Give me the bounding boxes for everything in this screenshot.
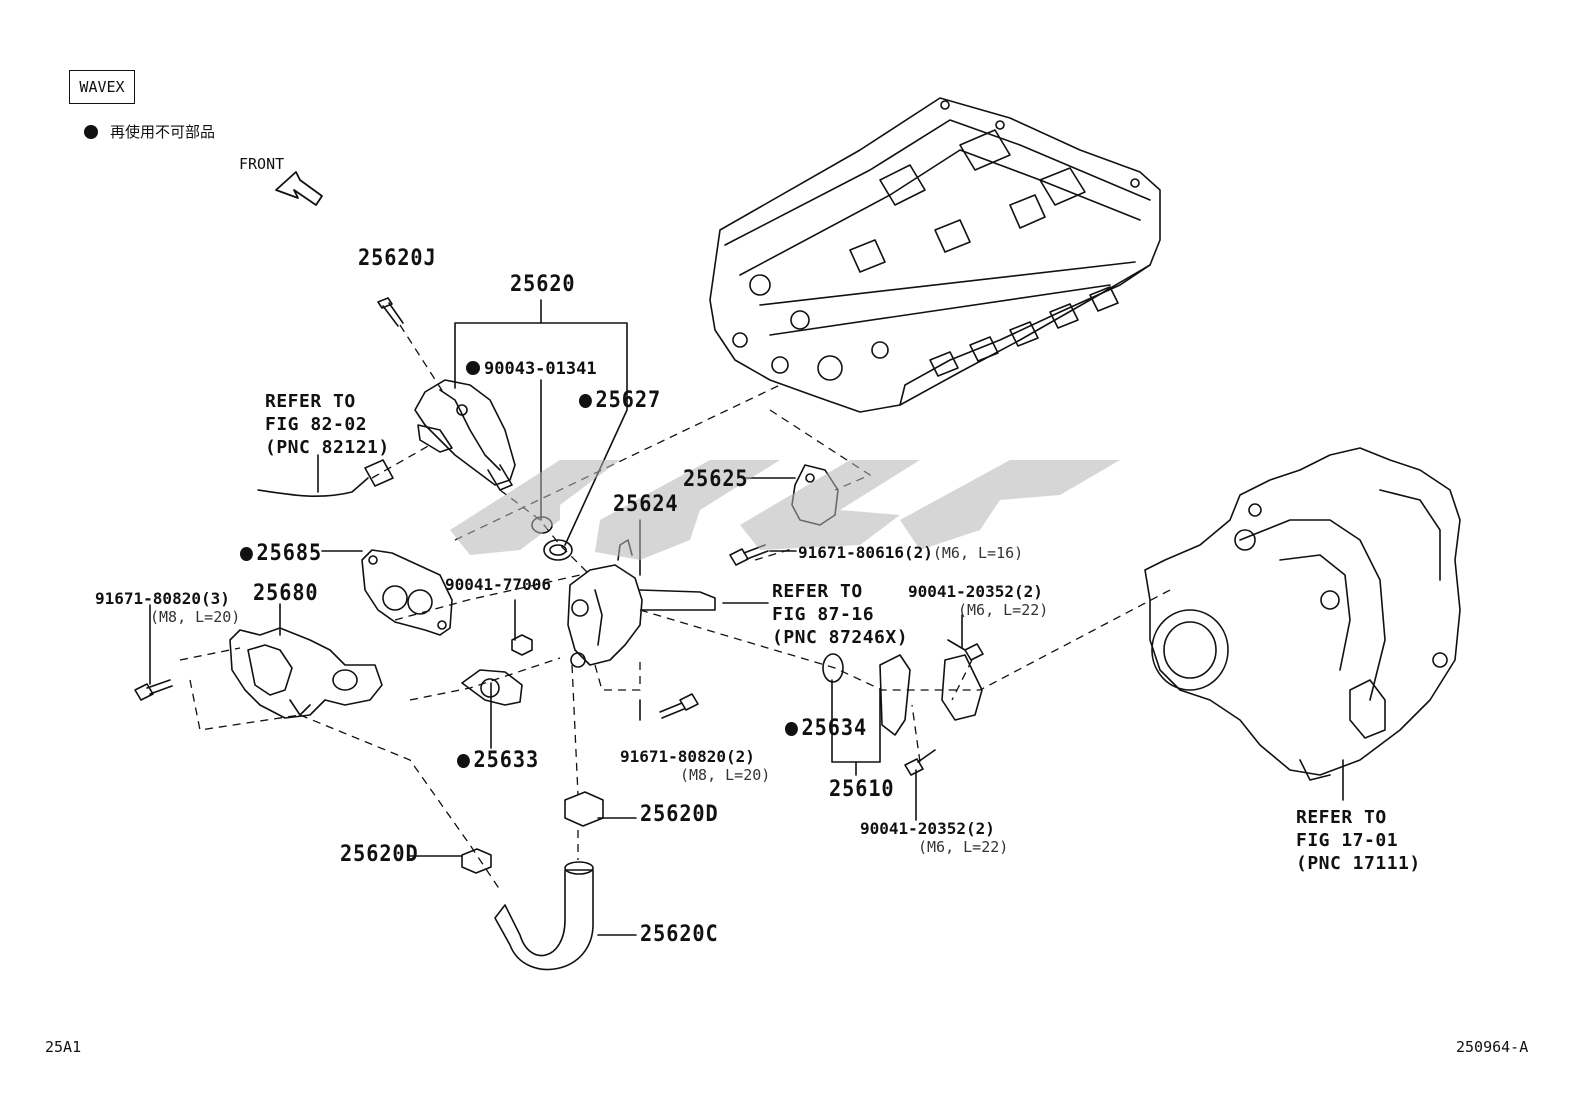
part-label-90041-20352-bottom[interactable]: 90041-20352(2) <box>860 819 995 838</box>
reference-fig-82-02[interactable]: REFER TO FIG 82-02 (PNC 82121) <box>265 390 390 459</box>
part-label-90041-20352-top[interactable]: 90041-20352(2) <box>908 582 1043 601</box>
reference-fig-17-01[interactable]: REFER TO FIG 17-01 (PNC 17111) <box>1296 806 1421 875</box>
part-label-25627[interactable]: 25627 <box>579 390 661 412</box>
intake-manifold-illustration <box>1144 447 1461 781</box>
part-number: 90043-01341 <box>484 359 597 379</box>
bolt-spec-m8-l20: (M8, L=20) <box>150 608 241 626</box>
reference-line: (PNC 17111) <box>1296 853 1421 874</box>
part-label-90041-77006[interactable]: 90041-77006 <box>445 575 551 594</box>
part-label-25624[interactable]: 25624 <box>613 492 679 517</box>
nut-illustration <box>511 634 533 656</box>
front-label: FRONT <box>239 155 285 173</box>
part-number: 91671-80616(2) <box>798 543 933 562</box>
part-label-25620[interactable]: 25620 <box>510 272 576 297</box>
non-reusable-dot-icon <box>785 722 798 736</box>
reference-line: (PNC 82121) <box>265 437 390 458</box>
non-reusable-dot-icon <box>84 124 98 139</box>
legend-text: 再使用不可部品 <box>110 123 216 141</box>
part-number: 25627 <box>595 388 662 413</box>
part-label-25610[interactable]: 25610 <box>829 777 895 802</box>
reference-line: FIG 17-01 <box>1296 830 1399 851</box>
reference-line: (PNC 87246X) <box>772 627 909 648</box>
part-label-25633[interactable]: 25633 <box>457 750 539 772</box>
part-label-25680[interactable]: 25680 <box>253 581 319 606</box>
hose-25620C-illustration <box>494 869 594 971</box>
bolt-25620J-illustration <box>377 297 404 327</box>
non-reusable-dot-icon <box>466 361 480 375</box>
part-label-25620D-lower[interactable]: 25620D <box>340 842 419 867</box>
non-reusable-dot-icon <box>240 547 253 561</box>
part-label-90043-01341[interactable]: 90043-01341 <box>466 361 597 378</box>
reference-line: FIG 82-02 <box>265 414 368 435</box>
front-arrow-icon <box>275 171 323 206</box>
part-number: 25685 <box>256 541 323 566</box>
model-code-box: WAVEX <box>69 70 135 104</box>
wire-harness-illustration <box>257 477 369 497</box>
part-label-91671-80820-3[interactable]: 91671-80820(3) <box>95 589 230 608</box>
part-number: 25633 <box>473 748 540 773</box>
part-number: 25634 <box>801 716 868 741</box>
egr-valve-illustration <box>414 379 516 491</box>
reference-line: REFER TO <box>265 391 356 412</box>
gasket-25685-illustration <box>361 549 453 636</box>
part-label-25620C[interactable]: 25620C <box>640 922 719 947</box>
reference-line: FIG 87-16 <box>772 604 875 625</box>
part-label-25620J[interactable]: 25620J <box>358 246 437 271</box>
part-label-91671-80616[interactable]: 91671-80616(2)(M6, L=16) <box>798 545 1023 561</box>
reference-line: REFER TO <box>772 581 863 602</box>
part-label-25625[interactable]: 25625 <box>683 467 749 492</box>
bolt-spec-m6-l22: (M6, L=22) <box>958 601 1049 619</box>
watermark-logo <box>450 460 1120 560</box>
part-label-25620D-upper[interactable]: 25620D <box>640 802 719 827</box>
bolt-spec: (M6, L=16) <box>932 544 1024 562</box>
part-label-91671-80820-2[interactable]: 91671-80820(2) <box>620 747 755 766</box>
bolt-spec-m8-l20-b: (M8, L=20) <box>680 766 771 784</box>
legend: 再使用不可部品 <box>84 121 215 142</box>
bolt-spec-m6-l22-b: (M6, L=22) <box>918 838 1009 856</box>
part-label-25634[interactable]: 25634 <box>785 718 867 740</box>
non-reusable-dot-icon <box>457 754 470 768</box>
part-label-25685[interactable]: 25685 <box>240 543 322 565</box>
cylinder-head-illustration <box>709 97 1161 413</box>
reference-line: REFER TO <box>1296 807 1387 828</box>
non-reusable-dot-icon <box>579 394 592 408</box>
reference-fig-87-16[interactable]: REFER TO FIG 87-16 (PNC 87246X) <box>772 580 908 649</box>
figure-code-left: 25A1 <box>45 1038 82 1056</box>
figure-code-right: 250964-A <box>1456 1038 1529 1056</box>
egr-cooler-illustration <box>229 627 383 719</box>
